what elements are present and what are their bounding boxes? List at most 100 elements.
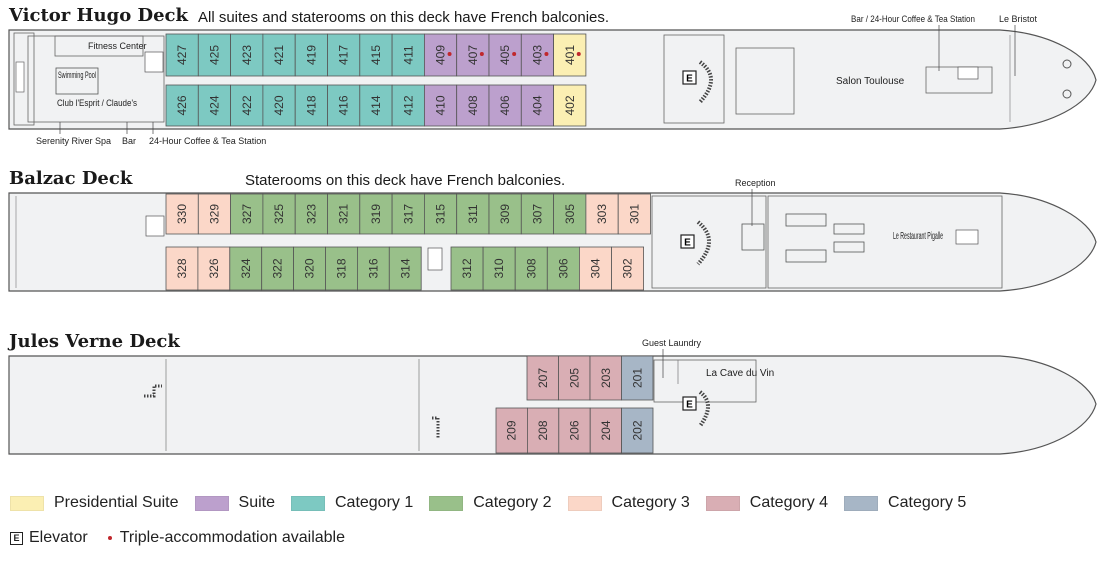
cabin-304 (579, 246, 612, 291)
legend-label: Category 2 (473, 494, 552, 511)
victor-deck-note: All suites and staterooms on this deck h… (198, 9, 609, 26)
jules-stair-icon (698, 390, 710, 428)
legend-elevator-label: Elevator (29, 529, 88, 546)
cabin-number: 305 (563, 204, 577, 224)
cabin-number: 417 (337, 45, 351, 65)
cabin-301 (617, 193, 651, 235)
cabin-number: 203 (599, 368, 613, 388)
triple-dot-icon (107, 536, 112, 540)
svg-text:E: E (684, 238, 691, 249)
cabin-number: 404 (530, 95, 544, 115)
cabin-number: 209 (505, 420, 519, 440)
legend-presidential: Presidential Suite (10, 494, 179, 512)
svg-text:E: E (686, 74, 693, 85)
cabin-number: 207 (536, 368, 550, 388)
legend-label: Category 3 (611, 494, 690, 511)
cabin-419 (294, 33, 328, 77)
cabin-number: 323 (304, 204, 318, 224)
triple-dot-icon (544, 52, 549, 56)
svg-text:E: E (686, 400, 693, 411)
elevator-icon: E (10, 531, 23, 545)
legend-triple: Triple-accommodation available (104, 529, 345, 547)
legend-triple-label: Triple-accommodation available (119, 529, 345, 546)
cabin-406 (488, 84, 522, 127)
cabin-407 (456, 33, 490, 77)
cabin-number: 322 (271, 258, 285, 278)
cabin-405 (488, 33, 522, 77)
cabin-409 (423, 33, 458, 77)
cabin-number: 402 (563, 95, 577, 115)
cabin-319 (359, 193, 393, 235)
cabin-418 (294, 84, 328, 127)
cabin-number: 422 (240, 95, 254, 115)
cabin-number: 321 (337, 204, 351, 224)
cabin-320 (293, 246, 326, 291)
cabin-316 (356, 246, 390, 291)
cabin-number: 328 (175, 258, 189, 278)
legend-symbols: E Elevator Triple-accommodation availabl… (10, 529, 361, 547)
legend-cat2: Category 2 (429, 494, 552, 512)
cabin-number: 424 (207, 95, 221, 115)
cabin-number: 306 (556, 258, 570, 278)
cabin-number: 312 (460, 258, 474, 278)
cabin-number: 426 (175, 95, 189, 115)
jules-elevator-icon: E (682, 396, 697, 411)
legend-label: Category 5 (888, 494, 967, 511)
cabin-204 (589, 407, 623, 454)
jules-hull (8, 355, 1097, 455)
cabin-number: 409 (434, 45, 448, 65)
cabin-number: 318 (334, 258, 348, 278)
cabin-206 (558, 407, 591, 454)
pool-label: Swimming Pool (58, 70, 96, 80)
cabin-327 (230, 193, 264, 235)
legend-cat3: Category 3 (567, 494, 690, 512)
cabin-number: 329 (207, 204, 221, 224)
legend-swatch (429, 495, 464, 511)
cabin-410 (423, 84, 458, 127)
cabin-number: 330 (175, 204, 189, 224)
legend-label: Category 1 (334, 494, 414, 511)
legend-swatch (10, 495, 44, 511)
cabin-415 (359, 33, 393, 77)
cabin-number: 202 (630, 420, 644, 440)
jules-deck-title: Jules Verne Deck (7, 331, 180, 352)
victor-deck-title: Victor Hugo Deck (8, 5, 188, 26)
cabin-417 (327, 33, 361, 77)
cabin-number: 302 (621, 258, 635, 278)
cabin-number: 419 (304, 45, 318, 65)
le-bristot-label: Le Bristot (999, 14, 1038, 24)
cabin-424 (197, 84, 232, 127)
cabin-427 (165, 33, 199, 77)
cabin-number: 425 (207, 45, 221, 65)
cabin-number: 304 (588, 258, 602, 278)
legend-swatch (567, 495, 602, 511)
club-label: Club l'Esprit / Claude's (57, 98, 137, 108)
triple-dot-icon (479, 52, 484, 56)
restaurant-label: Le Restaurant Pigalle (893, 231, 943, 242)
cabin-208 (527, 407, 560, 454)
legend-elevator: E Elevator (10, 529, 88, 547)
cabin-323 (294, 193, 328, 235)
guest-laundry-label: Guest Laundry (642, 338, 702, 348)
cabin-421 (262, 33, 296, 77)
cabin-201 (621, 355, 654, 401)
cabin-number: 204 (599, 420, 613, 440)
cabin-number: 414 (369, 95, 383, 115)
cabin-310 (482, 246, 516, 291)
cabin-412 (391, 84, 425, 127)
cabin-number: 407 (466, 45, 480, 65)
cabin-number: 208 (536, 420, 550, 440)
cabin-number: 421 (272, 45, 286, 65)
cabin-306 (546, 246, 580, 291)
cabin-number: 401 (563, 45, 577, 65)
reception-label: Reception (735, 178, 776, 188)
cabin-number: 324 (239, 258, 253, 278)
cabin-number: 416 (337, 95, 351, 115)
cabin-426 (165, 84, 199, 127)
